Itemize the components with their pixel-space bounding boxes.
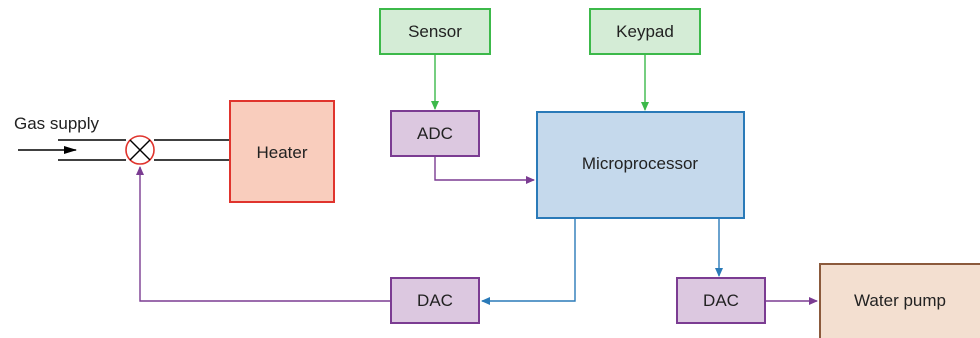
adc-box bbox=[390, 110, 480, 157]
sensor-box bbox=[379, 8, 491, 55]
adc-label: ADC bbox=[417, 124, 453, 143]
heater-box bbox=[229, 100, 335, 203]
dac-right-box bbox=[676, 277, 766, 324]
microprocessor-box bbox=[536, 111, 745, 219]
dac-to-valve-arrow bbox=[136, 166, 391, 302]
microprocessor-label: Microprocessor bbox=[582, 154, 699, 173]
heater-label: Heater bbox=[256, 143, 307, 162]
dac-right-label: DAC bbox=[703, 291, 739, 310]
adc-to-microprocessor-arrow bbox=[434, 156, 535, 184]
keypad-label: Keypad bbox=[616, 22, 674, 41]
sensor-label: Sensor bbox=[408, 22, 462, 41]
dac-left-label: DAC bbox=[417, 291, 453, 310]
water-pump-label: Water pump bbox=[854, 291, 946, 310]
microprocessor-to-dac-left-arrow bbox=[481, 218, 576, 305]
gas-supply-label: Gas supply bbox=[14, 114, 100, 133]
valve-icon bbox=[125, 135, 155, 165]
water-pump-box bbox=[819, 263, 980, 338]
